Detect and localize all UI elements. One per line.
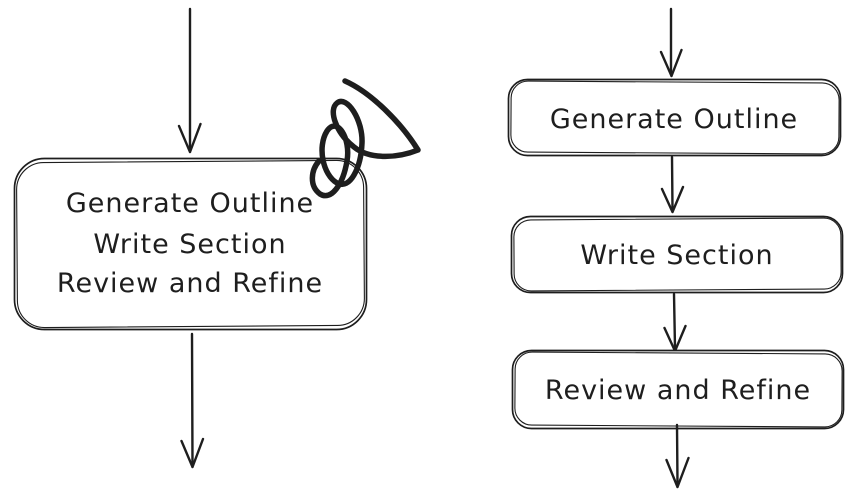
left-node-line-3: Review and Refine [57,268,323,299]
scribble-icon [309,78,421,199]
arrow-head-icon [659,48,683,78]
right-node-label-3: Review and Refine [545,375,811,406]
arrow-head-icon [180,437,205,469]
right-node-box-1 [507,78,842,157]
right-node-label-2: Write Section [580,240,773,271]
left-arrow-out [180,332,205,469]
right-arrow-4 [665,423,690,489]
arrow-shaft [675,423,679,486]
arrow-shaft [672,292,677,350]
right-node-box-2 [510,215,844,294]
box-outline-primary [13,157,368,331]
right-flow: Generate Outline Write Section [507,7,845,489]
left-arrow-in [177,7,202,154]
left-node-line-1: Generate Outline [66,188,314,219]
arrow-head-icon [663,324,687,353]
box-outline-secondary [510,80,840,155]
box-outline-primary [510,215,844,294]
right-arrow-2 [660,155,685,214]
box-outline-secondary [16,159,365,329]
right-arrow-3 [663,292,687,353]
left-node-line-2: Write Section [93,229,286,260]
box-outline-primary [507,78,842,157]
arrow-head-icon [660,185,685,214]
box-outline-secondary [514,351,843,428]
right-arrow-1 [659,7,683,78]
arrow-shaft [670,155,674,211]
arrow-head-icon [177,122,202,154]
box-outline-secondary [513,217,842,292]
arrow-head-icon [665,456,690,489]
left-node-box [13,157,368,331]
arrow-shaft [190,332,194,466]
right-node-label-1: Generate Outline [550,104,798,135]
left-flow: Generate Outline Write Section Review an… [13,7,421,469]
